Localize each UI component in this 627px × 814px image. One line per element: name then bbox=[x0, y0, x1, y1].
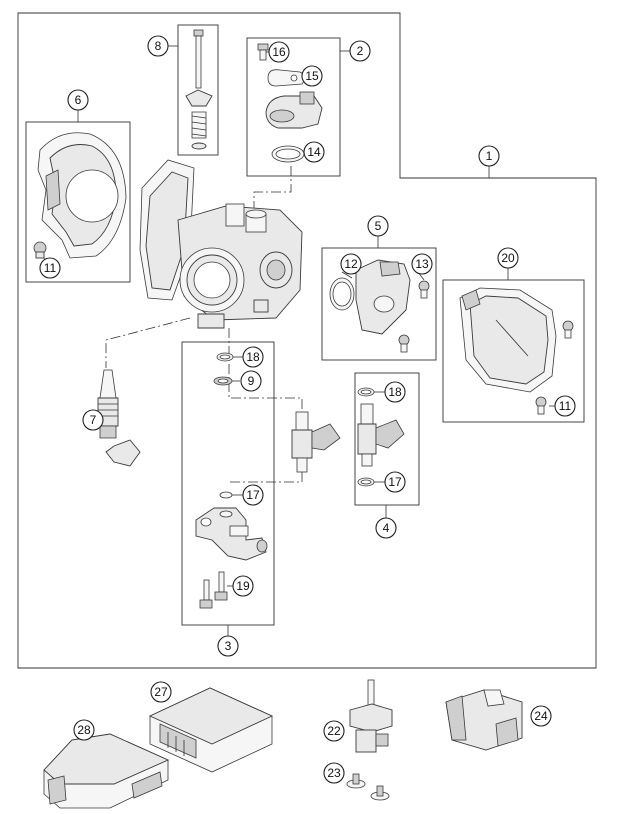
lever-part-15 bbox=[267, 69, 305, 87]
svg-text:5: 5 bbox=[375, 219, 382, 233]
svg-text:19: 19 bbox=[236, 579, 250, 593]
callout-23: 23 bbox=[323, 762, 345, 784]
pressure-sensor-part-22 bbox=[349, 679, 393, 753]
svg-text:20: 20 bbox=[501, 251, 515, 265]
callout-11b: 11 bbox=[554, 395, 576, 417]
svg-text:6: 6 bbox=[75, 93, 82, 107]
callout-8: 8 bbox=[147, 35, 169, 57]
throttle-body-part bbox=[139, 159, 303, 329]
svg-text:8: 8 bbox=[155, 39, 162, 53]
flange-part-3 bbox=[195, 507, 268, 561]
svg-text:27: 27 bbox=[154, 685, 168, 699]
callout-9: 9 bbox=[240, 370, 262, 392]
control-unit-part-27 bbox=[148, 687, 274, 773]
callout-16: 16 bbox=[268, 41, 290, 63]
svg-text:18: 18 bbox=[246, 350, 260, 364]
injector-part-4 bbox=[357, 403, 405, 467]
svg-text:11: 11 bbox=[559, 399, 572, 413]
svg-text:13: 13 bbox=[415, 257, 429, 271]
callout-2: 2 bbox=[349, 40, 371, 62]
svg-text:18: 18 bbox=[388, 385, 402, 399]
cover-bracket-part bbox=[37, 132, 127, 259]
svg-text:22: 22 bbox=[327, 724, 341, 738]
svg-text:24: 24 bbox=[534, 709, 548, 723]
callout-4: 4 bbox=[375, 517, 397, 539]
control-unit-part-28 bbox=[43, 733, 170, 809]
svg-text:9: 9 bbox=[248, 374, 255, 388]
centre-lines bbox=[105, 166, 303, 483]
seal-ring-part-18b bbox=[357, 387, 375, 397]
svg-text:28: 28 bbox=[77, 723, 91, 737]
callout-7: 7 bbox=[82, 409, 104, 431]
o-ring-part-14 bbox=[271, 145, 305, 163]
callout-17b: 17 bbox=[384, 471, 406, 493]
screw-part-16 bbox=[257, 43, 269, 61]
group-2-frame bbox=[246, 37, 341, 177]
screw-part-11b bbox=[535, 396, 547, 415]
svg-text:16: 16 bbox=[272, 45, 286, 59]
group-20-frame bbox=[442, 279, 585, 423]
svg-text:7: 7 bbox=[90, 413, 97, 427]
svg-text:23: 23 bbox=[327, 766, 341, 780]
temperature-sensor-part bbox=[97, 369, 141, 467]
callout-14: 14 bbox=[303, 141, 325, 163]
bolt-part-19 bbox=[199, 571, 228, 609]
group-4-frame bbox=[354, 372, 420, 506]
injector-part-main bbox=[291, 411, 341, 473]
sensor-cover-part-20 bbox=[459, 287, 557, 393]
svg-text:17: 17 bbox=[246, 488, 260, 502]
svg-text:12: 12 bbox=[344, 257, 358, 271]
seal-ring-part-9 bbox=[213, 376, 233, 386]
sensor-part-5 bbox=[355, 259, 411, 335]
screw-part-13 bbox=[418, 280, 430, 299]
callout-13: 13 bbox=[411, 253, 433, 275]
callout-27: 27 bbox=[150, 681, 172, 703]
assembly-1-outline bbox=[17, 12, 597, 669]
screw-part-5b bbox=[398, 334, 410, 353]
callout-24: 24 bbox=[530, 705, 552, 727]
callout-6: 6 bbox=[67, 89, 89, 111]
svg-text:1: 1 bbox=[486, 149, 493, 163]
callout-12: 12 bbox=[340, 253, 362, 275]
callout-3: 3 bbox=[217, 635, 239, 657]
svg-text:17: 17 bbox=[388, 475, 402, 489]
callout-15: 15 bbox=[301, 65, 323, 87]
callout-18a: 18 bbox=[242, 346, 264, 368]
callout-17a: 17 bbox=[242, 484, 264, 506]
callout-20: 20 bbox=[497, 247, 519, 269]
svg-text:11: 11 bbox=[44, 261, 57, 275]
callout-19: 19 bbox=[232, 575, 254, 597]
svg-text:3: 3 bbox=[225, 639, 232, 653]
svg-text:4: 4 bbox=[383, 521, 390, 535]
callout-11a: 11 bbox=[39, 257, 61, 279]
callout-5: 5 bbox=[367, 215, 389, 237]
o-ring-part-12 bbox=[329, 277, 355, 311]
seal-ring-part-18a bbox=[216, 352, 234, 362]
group-5-frame bbox=[321, 247, 437, 361]
svg-text:15: 15 bbox=[305, 69, 319, 83]
screw-part-6 bbox=[33, 241, 47, 259]
svg-text:14: 14 bbox=[307, 145, 321, 159]
callout-1: 1 bbox=[478, 145, 500, 167]
screw-part-23 bbox=[346, 773, 390, 801]
callout-22: 22 bbox=[323, 720, 345, 742]
sensor-part-2 bbox=[265, 91, 323, 129]
svg-text:2: 2 bbox=[357, 44, 364, 58]
seal-ring-part-17b bbox=[357, 477, 375, 487]
callout-28: 28 bbox=[73, 719, 95, 741]
callout-18b: 18 bbox=[384, 381, 406, 403]
screw-part-20a bbox=[562, 320, 574, 339]
sensor-part-24 bbox=[445, 689, 523, 751]
screw-spring-part bbox=[185, 29, 213, 150]
seal-ring-part-17a bbox=[219, 491, 233, 499]
group-8-frame bbox=[177, 24, 219, 156]
